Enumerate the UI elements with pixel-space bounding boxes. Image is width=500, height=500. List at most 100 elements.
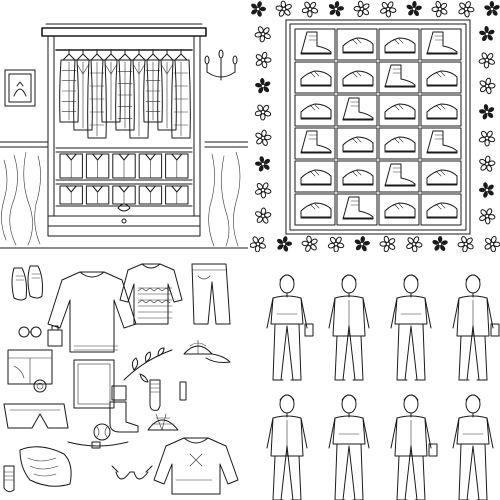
- shoe-tile: [420, 94, 462, 127]
- glasses-icon: [18, 326, 42, 338]
- wardrobe-panel: [0, 0, 248, 252]
- shoe-cabinet: [285, 19, 471, 235]
- flower-icon: [478, 52, 495, 69]
- shoe-tile: [336, 160, 378, 193]
- jeans-icon: [191, 263, 231, 325]
- folded-shirt: [138, 185, 163, 205]
- shoe-tile: [378, 61, 420, 94]
- flatlay-illustration: [3, 263, 239, 495]
- man-figure: [328, 274, 370, 381]
- flower-icon: [379, 235, 396, 252]
- flower-icon: [353, 0, 370, 18]
- flower-icon: [254, 182, 272, 199]
- hanging-garment: [157, 49, 177, 131]
- watch-icon: [33, 379, 47, 393]
- flower-icon: [431, 0, 448, 18]
- hanging-garment: [115, 49, 135, 131]
- flower-icon: [458, 1, 475, 18]
- shoe-tile: [294, 28, 336, 61]
- flower-icon: [254, 104, 272, 121]
- flower-icon: [484, 1, 500, 16]
- sweater-2-icon: [153, 437, 239, 495]
- shoe-tile: [420, 28, 462, 61]
- flower-icon: [301, 1, 319, 18]
- flower-icon: [380, 1, 397, 18]
- sunglasses-icon: [111, 465, 153, 480]
- belt-icon: [67, 441, 129, 449]
- sweater-icon: [47, 271, 137, 353]
- flower-icon: [255, 207, 272, 224]
- shoe-tile: [294, 61, 336, 94]
- notebook-icon: [73, 359, 115, 409]
- flower-icon: [479, 155, 496, 172]
- folded-shirts: [59, 153, 189, 205]
- flower-icon: [327, 236, 345, 252]
- shoe-tile: [336, 193, 378, 226]
- man-figure: [452, 394, 494, 500]
- shirt-shelf: [55, 147, 193, 207]
- flower-icon: [484, 235, 500, 252]
- hanging-garment: [59, 49, 79, 123]
- flower-icon: [328, 1, 344, 17]
- ball-icon: [93, 423, 111, 441]
- folded-shirt: [112, 153, 136, 179]
- shoe-tile: [378, 28, 420, 61]
- shoe-tile: [294, 127, 336, 160]
- flower-icon: [254, 26, 271, 43]
- flower-icon: [277, 236, 292, 252]
- men-illustration: [266, 274, 500, 500]
- folded-shirt: [165, 185, 189, 205]
- perfume-icon: [47, 325, 63, 347]
- wall-paneling: [0, 141, 248, 249]
- flower-icon: [479, 182, 494, 198]
- shoe-tile: [420, 160, 462, 193]
- shoe-tile: [378, 193, 420, 226]
- socks-pair-icon: [3, 465, 15, 493]
- flower-icon: [479, 104, 495, 120]
- hanging-garment: [73, 49, 93, 131]
- flower-icon: [250, 236, 266, 252]
- folded-shirt: [138, 153, 163, 179]
- flower-icon: [478, 130, 496, 147]
- shoe-tile: [420, 61, 462, 94]
- flower-icon: [432, 236, 448, 251]
- man-figure: [390, 394, 438, 500]
- flower-icon: [255, 51, 272, 69]
- flatlay-panel: [0, 254, 250, 500]
- shoe-tile: [420, 127, 462, 160]
- shoe-tile: [336, 127, 378, 160]
- shoe-tile: [336, 94, 378, 127]
- shoe-tile: [420, 193, 462, 226]
- wardrobe-frame: [41, 23, 207, 237]
- folded-jeans-icon: [7, 349, 53, 385]
- man-figure: [266, 394, 308, 500]
- hanging-garment: [101, 49, 121, 123]
- checked-hat-icon: [147, 413, 179, 431]
- flower-icon: [275, 0, 292, 17]
- shoe-tile: [336, 28, 378, 61]
- flower-icon: [479, 26, 495, 42]
- hanging-garment: [171, 49, 191, 139]
- folded-shirt: [59, 153, 83, 179]
- flower-icon: [255, 129, 272, 146]
- flower-icon: [255, 78, 271, 94]
- flower-icon: [406, 236, 423, 252]
- shoe-tile: [294, 193, 336, 226]
- folded-shirt: [59, 185, 83, 205]
- man-figure: [452, 274, 500, 381]
- hanging-garment: [143, 49, 163, 123]
- shoe-grid: [294, 28, 462, 226]
- hanging-garments: [59, 49, 191, 139]
- men-figures: [266, 274, 500, 500]
- lip-balm-icon: [179, 381, 187, 401]
- shoe-tile: [294, 160, 336, 193]
- flower-icon: [255, 156, 270, 172]
- shoe-tile: [378, 160, 420, 193]
- shoes-panel: [250, 0, 500, 252]
- flower-icon: [301, 235, 318, 252]
- shoe-tile: [336, 61, 378, 94]
- shoe-tile: [294, 94, 336, 127]
- folded-shirt: [85, 185, 110, 205]
- trousers-icon: [3, 403, 69, 429]
- folded-shirt: [85, 153, 110, 179]
